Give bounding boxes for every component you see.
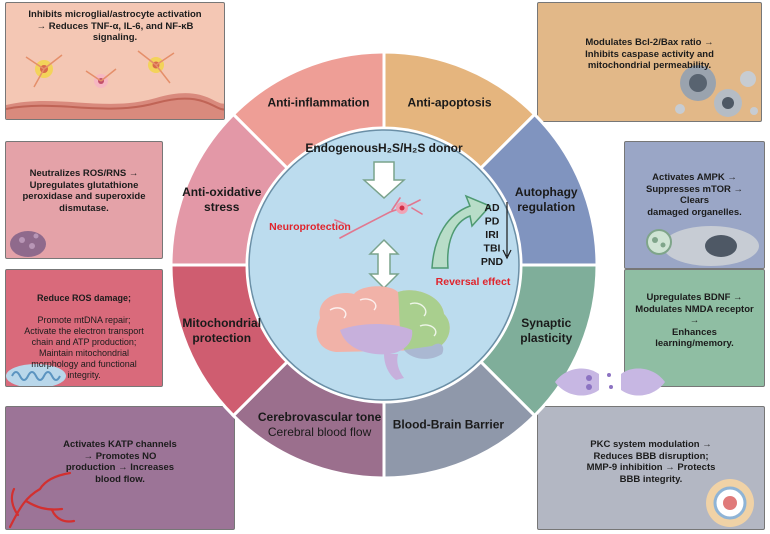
box-cerebrovascular: Activates KATP channels → Promotes NO pr… (5, 406, 235, 530)
ring-labels: Anti-inflammation Anti-apoptosisAutophagy… (182, 96, 578, 439)
donor-label: EndogenousH₂S/H₂S donor (305, 141, 463, 155)
oxidative-cell-illustration (10, 231, 46, 257)
disease-item-pnd: PND (481, 256, 504, 268)
box-anti-apoptosis-text: Modulates Bcl-2/Bax ratio → Inhibits cas… (585, 37, 714, 72)
reversal-effect-label: Reversal effect (436, 276, 511, 288)
box-mitochondrial-title: Reduce ROS damage; (36, 292, 132, 303)
box-mitochondrial: Reduce ROS damage; Promote mtDNA repair;… (5, 269, 163, 387)
box-anti-oxidative: Neutralizes ROS/RNS → Upregulates glutat… (5, 141, 163, 259)
apoptotic-cells-illustration (675, 65, 758, 117)
autophagosome-illustration (646, 226, 759, 266)
ring-segment-anti-oxidative (169, 112, 290, 267)
box-anti-oxidative-text: Neutralizes ROS/RNS → Upregulates glutat… (22, 168, 146, 214)
blood-vessel-illustration (8, 471, 76, 529)
disease-item-iri: IRI (485, 229, 499, 241)
box-mitochondrial-body: Promote mtDNA repair; Activate the elect… (24, 314, 144, 380)
mitochondrion-illustration (6, 364, 66, 386)
down-arrow-icon (362, 161, 406, 200)
box-anti-inflammation-text: Inhibits microglial/astrocyte activation… (28, 9, 202, 44)
neuron-icon (334, 197, 423, 239)
box-bbb: PKC system modulation → Reduces BBB disr… (537, 406, 765, 530)
box-synaptic-text: Upregulates BDNF → Modulates NMDA recept… (635, 292, 754, 350)
ring-label-bbb: Blood-Brain Barrier (393, 417, 505, 431)
ring-label-anti-inflammation: Anti-inflammation (267, 96, 369, 110)
brain-icon (316, 286, 450, 380)
box-anti-apoptosis: Modulates Bcl-2/Bax ratio → Inhibits cas… (537, 2, 762, 122)
disease-item-tbi: TBI (484, 243, 501, 255)
box-synaptic: Upregulates BDNF → Modulates NMDA recept… (624, 269, 765, 387)
box-autophagy-text: Activates AMPK → Suppresses mTOR → Clear… (646, 172, 743, 218)
reversal-arrow-icon (431, 194, 492, 269)
box-cerebrovascular-text: Activates KATP channels → Promotes NO pr… (63, 439, 177, 485)
synapse-illustration (555, 368, 665, 396)
disease-item-pd: PD (485, 216, 500, 228)
box-autophagy: Activates AMPK → Suppresses mTOR → Clear… (624, 141, 765, 269)
disease-item-ad: AD (484, 202, 500, 214)
neuroprotection-label: Neuroprotection (269, 221, 351, 233)
inflammation-cells-illustration (6, 50, 224, 119)
box-bbb-text: PKC system modulation → Reduces BBB disr… (586, 439, 716, 485)
box-anti-inflammation: Inhibits microglial/astrocyte activation… (5, 2, 225, 120)
disease-down-arrow-icon (502, 202, 512, 260)
mechanism-ring (169, 50, 599, 480)
bbb-vessel-illustration (706, 479, 754, 527)
ring-label-anti-apoptosis: Anti-apoptosis (408, 96, 492, 110)
